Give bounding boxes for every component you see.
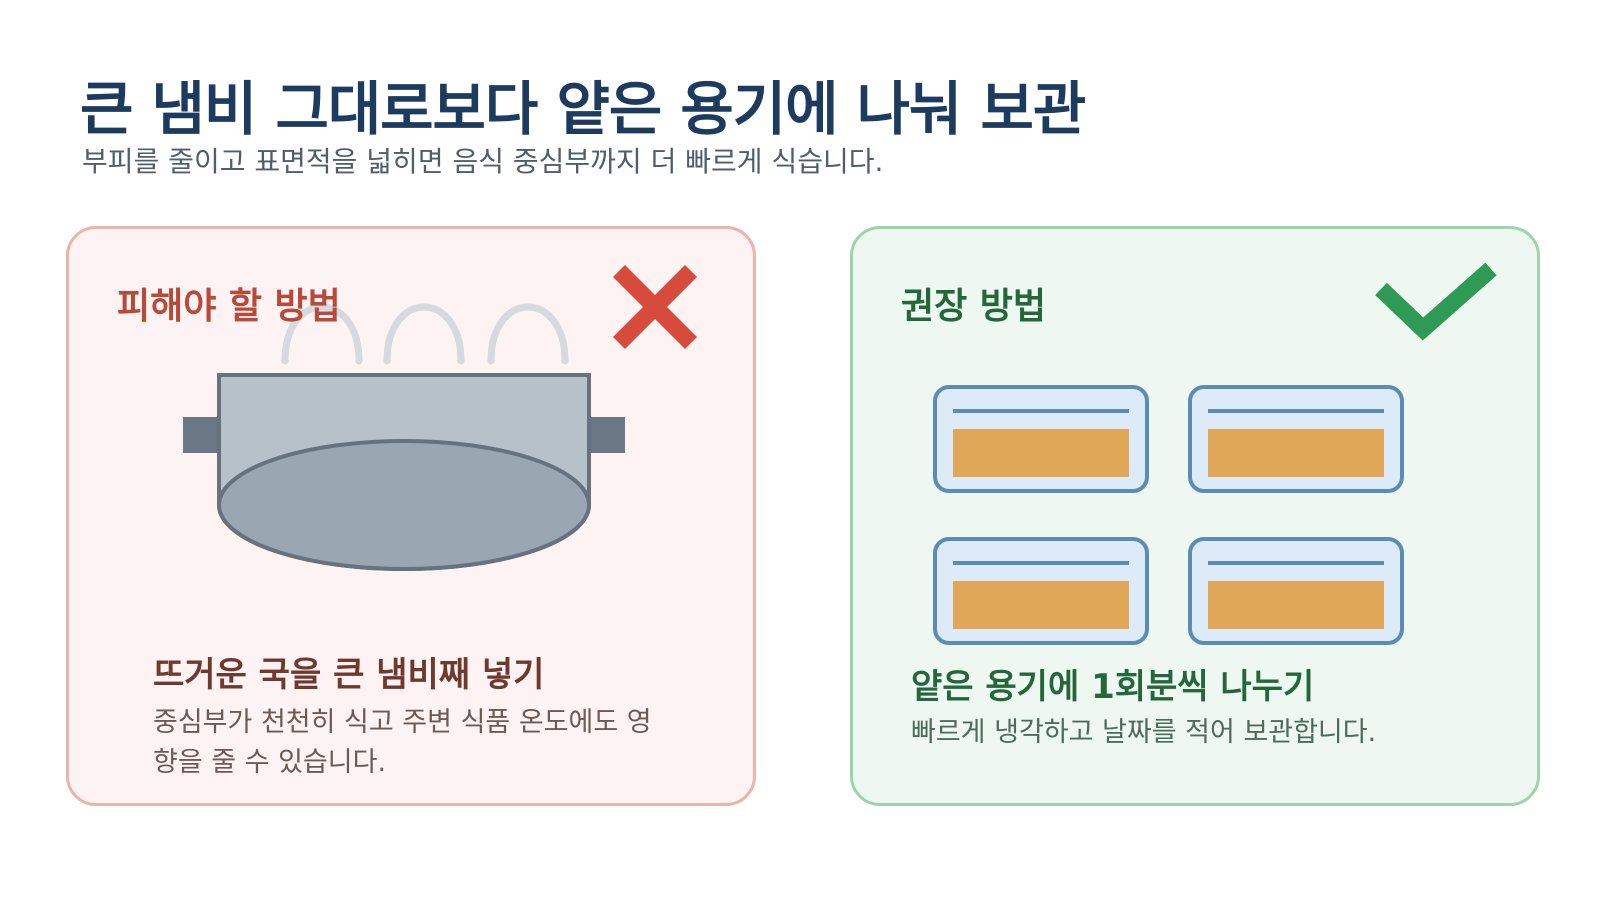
avoid-caption-desc: 중심부가 천천히 식고 주변 식품 온도에도 영향을 줄 수 있습니다. — [153, 707, 652, 778]
recommended-method-panel: 권장 방법 얕은 용기에 1회분씩 나누기 빠르게 냉각하고 날짜를 적어 보관… — [850, 226, 1540, 806]
recommended-label: 권장 방법 — [901, 286, 1047, 327]
pot-handle-left — [183, 417, 223, 453]
recommended-caption-title: 얕은 용기에 1회분씩 나누기 — [911, 667, 1315, 707]
container-1 — [933, 385, 1149, 493]
avoid-caption-title: 뜨거운 국을 큰 냄비째 넣기 — [153, 655, 545, 695]
recommended-caption-desc: 빠르게 냉각하고 날짜를 적어 보관합니다. — [911, 717, 1377, 748]
steam-icon — [281, 303, 569, 365]
page-subtitle: 부피를 줄이고 표면적을 넓히면 음식 중심부까지 더 빠르게 식습니다. — [82, 145, 884, 178]
containers-illustration — [933, 262, 1497, 645]
container-3 — [933, 537, 1149, 645]
pot-handle-right — [587, 417, 625, 453]
avoid-method-panel: 피해야 할 방법 뜨거운 국을 큰 냄비째 넣기 중심부가 천천히 식고 주변 … — [66, 226, 756, 806]
container-2 — [1188, 385, 1404, 493]
pot-contents — [217, 439, 591, 571]
x-mark-icon — [612, 264, 698, 350]
page-title: 큰 냄비 그대로보다 얕은 용기에 나눠 보관 — [80, 75, 1086, 143]
avoid-label: 피해야 할 방법 — [117, 286, 341, 327]
container-4 — [1188, 537, 1404, 645]
pot-illustration — [183, 264, 698, 571]
check-mark-icon — [1375, 262, 1497, 341]
